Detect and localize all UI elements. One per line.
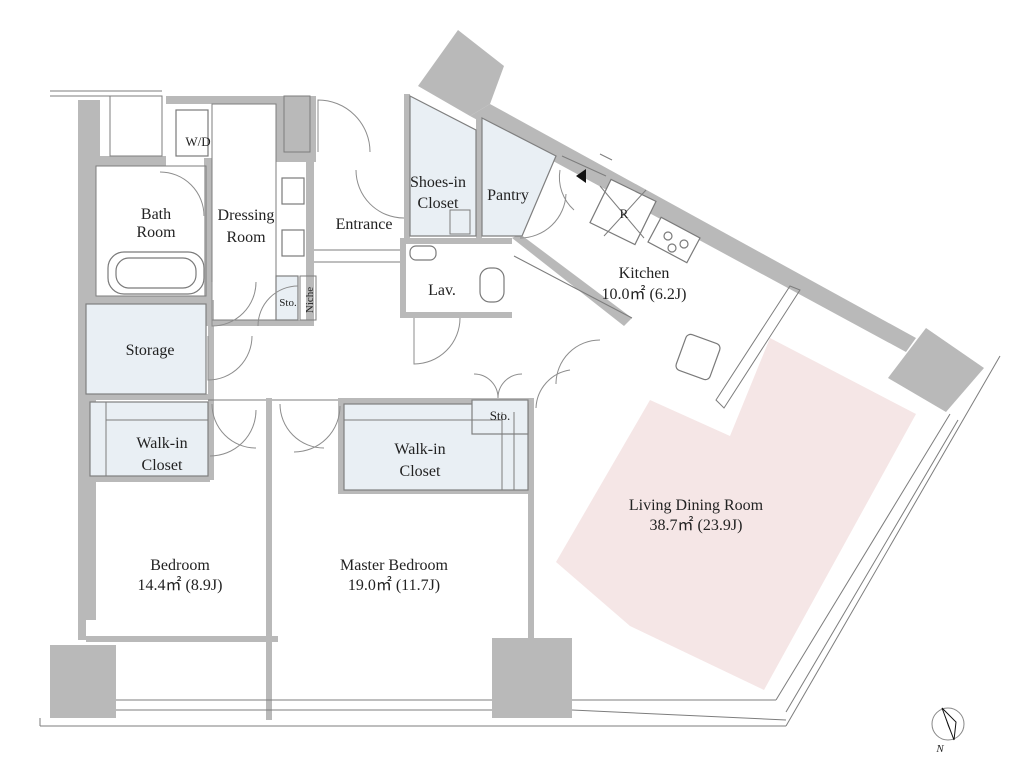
shoes-closet-label-line1: Shoes-in [410, 174, 466, 191]
bedroom-area-label: 14.4㎡ (8.9J) [138, 576, 223, 594]
bath-room-label-line1: Bath [141, 206, 171, 223]
structural-walls [50, 30, 984, 720]
balcony-lines [39, 90, 1001, 727]
living-name-label: Living Dining Room [629, 497, 764, 514]
kitchen-name-label: Kitchen [619, 265, 670, 282]
dressing-room-label-line1: Dressing [218, 207, 275, 224]
storage-label: Storage [126, 342, 175, 359]
refrigerator [589, 178, 657, 246]
walkin-closet-2-line2: Closet [400, 463, 441, 480]
living-highlight [556, 338, 916, 690]
entry-arrow-icon [576, 169, 586, 183]
vanity-sink-2 [281, 229, 305, 257]
walkin-closet-bedroom [89, 401, 209, 477]
walkin-closet-2-line1: Walk-in [394, 441, 445, 458]
master-bedroom-area-label: 19.0㎡ (11.7J) [348, 576, 440, 594]
entrance-label: Entrance [336, 216, 393, 233]
doors [159, 99, 601, 457]
walkin-closet-1-line2: Closet [142, 457, 183, 474]
kitchen-area-label: 10.0㎡ (6.2J) [602, 285, 687, 303]
bedroom-name-label: Bedroom [150, 557, 210, 574]
niche-label: Niche [304, 287, 316, 313]
toilet [479, 267, 505, 303]
interior-lines [95, 95, 801, 490]
compass-label: N [935, 743, 944, 755]
shoes-closet-label-line2: Closet [418, 195, 459, 212]
cooktop [647, 216, 701, 264]
compass: N [931, 707, 965, 755]
dressing-room-label-line2: Room [226, 229, 266, 246]
storage-room [85, 303, 207, 395]
storage-small-master [471, 399, 529, 435]
master-bedroom-name-label: Master Bedroom [340, 557, 449, 574]
sto-small-label: Sto. [279, 297, 297, 309]
fixtures [107, 109, 721, 381]
living-area-label: 38.7㎡ (23.9J) [650, 516, 743, 534]
room-labels: W/D Bath Room Dressing Room Entrance Sho… [126, 134, 764, 594]
walkin-closet-1-line1: Walk-in [136, 435, 187, 452]
pantry-label: Pantry [487, 187, 529, 204]
lav-label: Lav. [428, 282, 456, 299]
shoes-in-closet [409, 95, 477, 237]
wd-label: W/D [185, 134, 210, 149]
sto-2-label: Sto. [490, 408, 511, 423]
kitchen-sink [675, 333, 721, 381]
closets [85, 95, 557, 491]
bath-room-label-line2: Room [136, 224, 176, 241]
pantry [481, 117, 557, 237]
vanity-sink-1 [281, 177, 305, 205]
washer-dryer [175, 109, 209, 157]
lav-sink [409, 245, 437, 261]
fridge-label: R [620, 206, 629, 221]
